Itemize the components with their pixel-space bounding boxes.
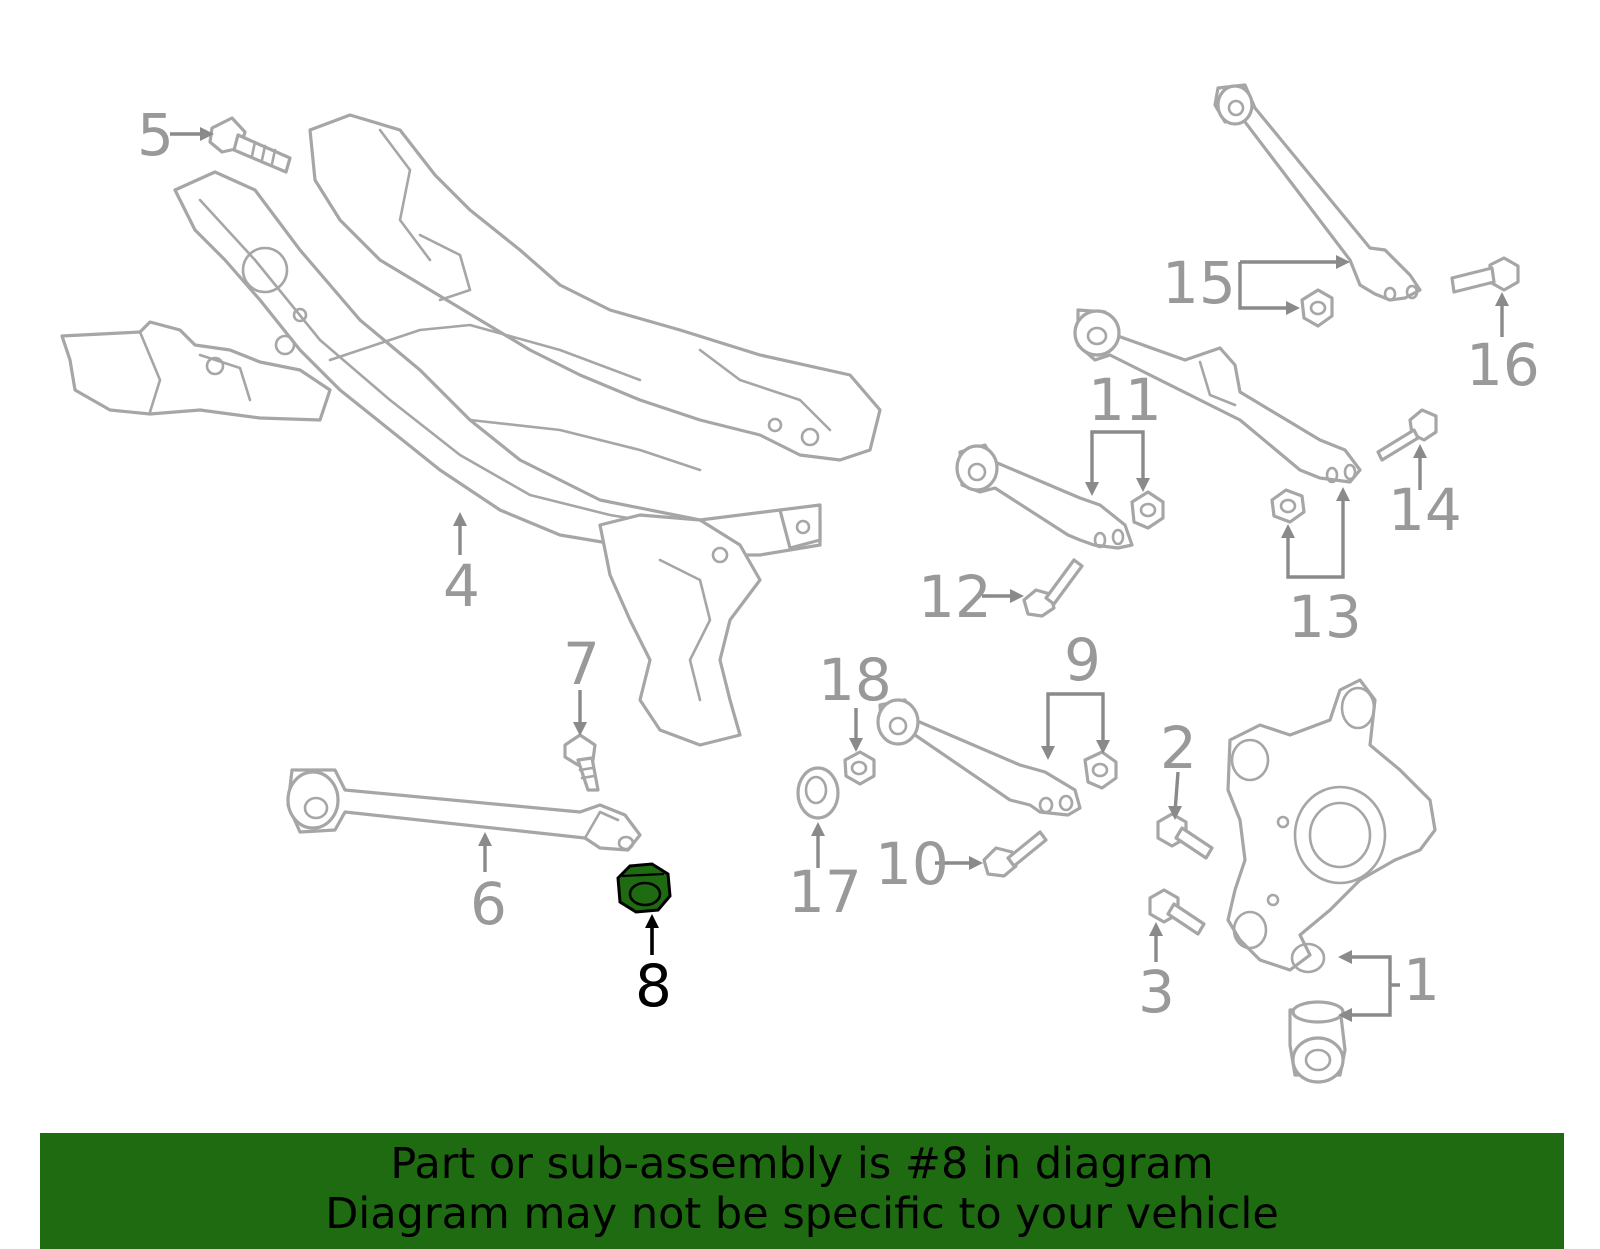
callout-10[interactable]: 10 [875,830,949,898]
callout-1[interactable]: 1 [1403,946,1440,1014]
part-6-lower-arm[interactable] [286,768,642,852]
callout-12[interactable]: 12 [918,563,992,631]
callout-9[interactable]: 9 [1064,626,1101,694]
part-15-link[interactable] [1213,83,1422,302]
callout-8[interactable]: 8 [635,952,672,1020]
part-1-bushing[interactable] [1288,1000,1347,1084]
banner-line-disclaimer: Diagram may not be specific to your vehi… [325,1189,1279,1239]
info-banner: Part or sub-assembly is #8 in diagram Di… [40,1133,1564,1249]
part-5-bolt[interactable] [208,116,292,174]
part-7-bolt[interactable] [563,733,600,792]
part-12-bolt[interactable] [1022,558,1084,618]
part-18-nut[interactable] [843,750,876,786]
part-13-nut[interactable] [1270,488,1306,524]
callout-11[interactable]: 11 [1088,366,1162,434]
part-3-bolt[interactable] [1148,888,1206,936]
part-15-nut[interactable] [1300,288,1334,328]
callout-16[interactable]: 16 [1466,331,1540,399]
part-4-subframe[interactable] [60,113,882,747]
part-9-arm[interactable] [876,698,1082,817]
callout-7[interactable]: 7 [563,630,600,698]
banner-line-part-number: Part or sub-assembly is #8 in diagram [390,1139,1214,1189]
callout-13[interactable]: 13 [1288,583,1362,651]
part-11-arm[interactable] [955,443,1134,550]
part-2-bolt[interactable] [1156,812,1214,860]
part-10-bolt[interactable] [982,830,1048,878]
callout-15[interactable]: 15 [1162,249,1236,317]
callout-17[interactable]: 17 [788,858,862,926]
part-9-nut[interactable] [1083,750,1118,790]
callout-3[interactable]: 3 [1138,958,1175,1026]
part-13-link[interactable] [1073,308,1362,484]
part-16-bolt[interactable] [1450,256,1520,294]
part-11-nut[interactable] [1130,490,1165,530]
callout-14[interactable]: 14 [1388,476,1462,544]
callout-5[interactable]: 5 [137,101,174,169]
callout-2[interactable]: 2 [1160,714,1197,782]
callout-4[interactable]: 4 [443,552,480,620]
callout-6[interactable]: 6 [470,870,507,938]
part-14-bolt[interactable] [1376,408,1438,462]
part-1-knuckle[interactable] [1226,678,1437,974]
part-8-nut-highlighted[interactable] [616,862,672,914]
callout-18[interactable]: 18 [818,646,892,714]
part-17-washer[interactable] [796,766,840,820]
